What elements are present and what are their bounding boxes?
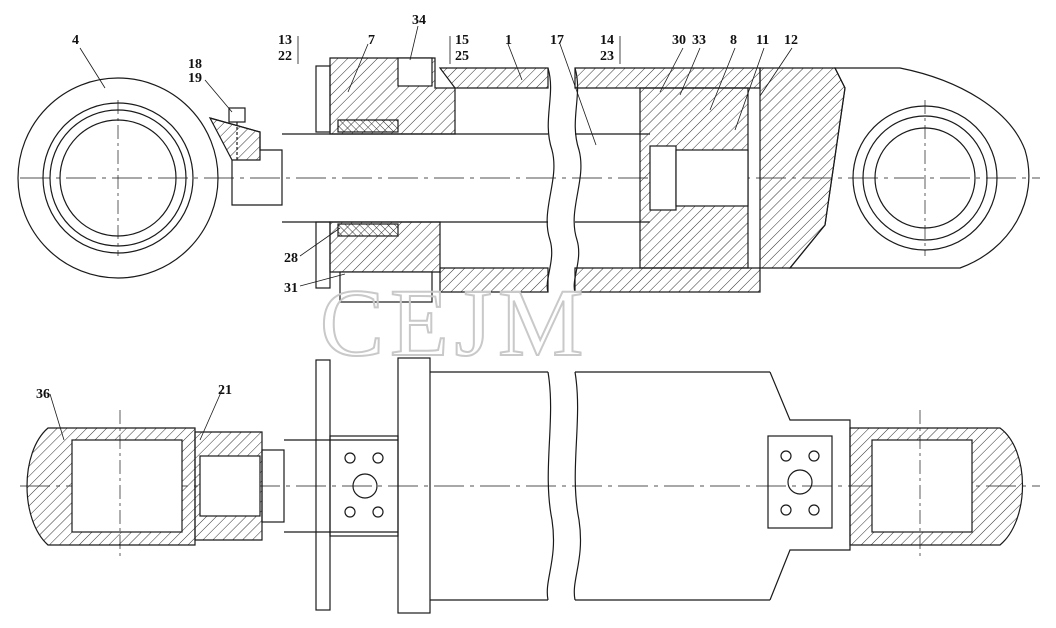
callout-34: 34 bbox=[412, 13, 426, 28]
callout-31: 31 bbox=[284, 281, 298, 296]
callout-13: 13 bbox=[278, 33, 292, 48]
barrel-wall-top-left bbox=[438, 67, 549, 89]
callout-21: 21 bbox=[218, 383, 232, 398]
right-spherical-bearing bbox=[871, 439, 973, 533]
leader-lines bbox=[49, 25, 793, 441]
callout-4: 4 bbox=[72, 33, 79, 48]
right-eye-bore bbox=[862, 115, 988, 241]
rod-seal-upper bbox=[337, 119, 399, 133]
callout-7: 7 bbox=[368, 33, 375, 48]
break-line-left bbox=[546, 67, 555, 293]
flange-bolts bbox=[315, 359, 331, 611]
callout-19: 19 bbox=[188, 71, 202, 86]
callout-18: 18 bbox=[188, 57, 202, 72]
callout-14: 14 bbox=[600, 33, 614, 48]
callout-1: 1 bbox=[505, 33, 512, 48]
callout-28: 28 bbox=[284, 251, 298, 266]
callout-30: 30 bbox=[672, 33, 686, 48]
callout-12: 12 bbox=[784, 33, 798, 48]
head-bolt-31 bbox=[339, 271, 433, 303]
callout-36: 36 bbox=[36, 387, 50, 402]
rod-seal-lower bbox=[337, 223, 399, 237]
callout-8: 8 bbox=[730, 33, 737, 48]
port-block-right bbox=[767, 435, 833, 529]
grease-nipple-boss bbox=[208, 117, 261, 161]
section-view-top bbox=[17, 57, 1040, 303]
callout-22: 22 bbox=[278, 49, 292, 64]
piston-nut bbox=[649, 145, 677, 211]
callout-25: 25 bbox=[455, 49, 469, 64]
head-bolts-top bbox=[315, 65, 331, 133]
callout-33: 33 bbox=[692, 33, 706, 48]
head-flange bbox=[397, 357, 431, 614]
callout-11: 11 bbox=[756, 33, 769, 48]
watermark-text: CEJM bbox=[320, 269, 589, 376]
left-eye-outer bbox=[17, 77, 219, 279]
piston-rod-end bbox=[675, 149, 749, 207]
grease-nipple-18 bbox=[228, 107, 246, 123]
rear-clevis-outline bbox=[788, 67, 1030, 269]
part-callouts: 4 18 19 13 22 7 34 15 25 1 17 14 23 30 3… bbox=[36, 13, 798, 402]
break-line-right bbox=[573, 67, 582, 293]
barrel-wall-bottom-left bbox=[439, 267, 549, 293]
callout-23: 23 bbox=[600, 49, 614, 64]
barrel-wall-bottom-right bbox=[574, 267, 761, 293]
cylinder-base-12 bbox=[759, 67, 846, 269]
callout-17: 17 bbox=[550, 33, 564, 48]
outer-view-bottom bbox=[20, 357, 1040, 614]
head-bolt-34 bbox=[397, 57, 433, 87]
left-spherical-bearing bbox=[71, 439, 183, 533]
callout-15: 15 bbox=[455, 33, 469, 48]
